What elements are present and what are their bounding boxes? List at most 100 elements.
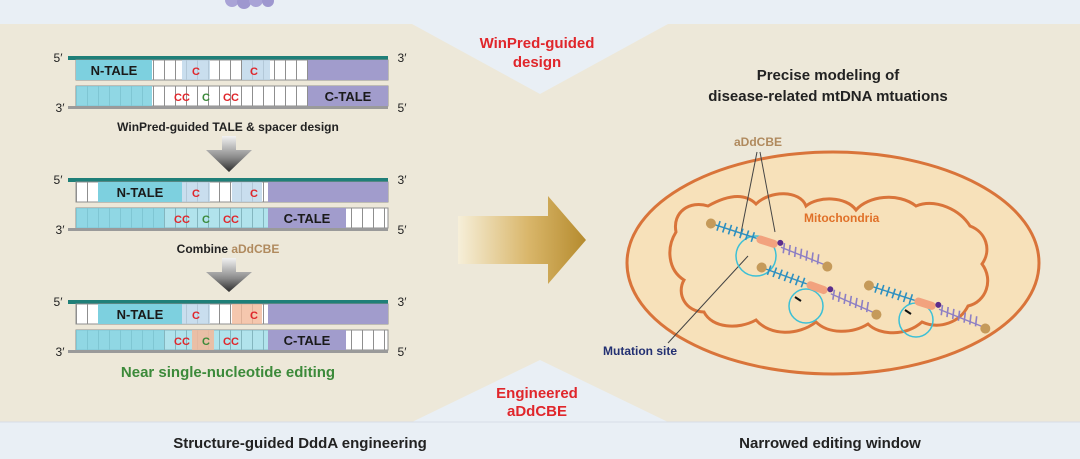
top-notch bbox=[412, 24, 668, 94]
n-tale-block bbox=[98, 304, 182, 324]
down-arrow-1 bbox=[206, 136, 252, 172]
spacer-highlight bbox=[232, 182, 262, 202]
base-cc-1: CC bbox=[174, 214, 190, 226]
mutation-mark bbox=[794, 296, 802, 302]
down-arrow-2 bbox=[206, 258, 252, 292]
footer-right-label: Narrowed editing window bbox=[739, 435, 921, 452]
footer-left-label: Structure-guided DddA engineering bbox=[173, 435, 427, 452]
enzyme-label: aDdCBE bbox=[734, 135, 782, 149]
base-c-top-1: C bbox=[192, 310, 200, 322]
left-anchor-bead bbox=[705, 218, 716, 229]
mutation-callout-line bbox=[667, 255, 749, 344]
prime-3-bottom: 3′ bbox=[56, 101, 66, 115]
base-c-green: C bbox=[202, 214, 210, 226]
mitochondrion bbox=[625, 150, 1041, 376]
edited-highlight bbox=[192, 330, 214, 350]
spacer-highlight bbox=[182, 304, 210, 324]
right-title-line2: disease-related mtDNA mtuations bbox=[708, 88, 948, 105]
deaminase-body bbox=[914, 297, 936, 310]
upper-purple-block bbox=[268, 182, 388, 202]
tale-helix-axis bbox=[872, 286, 915, 301]
spacer-highlight bbox=[232, 304, 262, 324]
c-tale-helix-tick bbox=[848, 295, 853, 307]
c-tale-label: C-TALE bbox=[325, 89, 372, 104]
top-band bbox=[0, 0, 1080, 24]
editor-complex-3 bbox=[863, 280, 991, 334]
c-tale-label: C-TALE bbox=[284, 333, 331, 348]
prime-3-top: 3′ bbox=[398, 295, 408, 309]
left-anchor-bead bbox=[863, 280, 874, 291]
prime-5-top: 5′ bbox=[54, 295, 64, 309]
spacer-highlight bbox=[182, 60, 210, 80]
deaminase-body bbox=[756, 235, 778, 248]
mtdna-ring bbox=[788, 288, 824, 324]
prime-5-top: 5′ bbox=[54, 173, 64, 187]
base-c-top-2: C bbox=[250, 188, 258, 200]
editor-complex-1 bbox=[705, 218, 833, 272]
right-anchor-bead bbox=[871, 309, 882, 320]
mitochondria-label: Mitochondria bbox=[804, 211, 880, 225]
base-cc-1: CC bbox=[174, 92, 190, 104]
prime-3-bottom: 3′ bbox=[56, 345, 66, 359]
bottom-backbone bbox=[68, 228, 388, 231]
c-tale-helix-tick bbox=[974, 316, 978, 327]
c-tale-helix-tick bbox=[860, 299, 864, 311]
center-bottom-label-line1: Engineered bbox=[496, 385, 578, 402]
n-tale-label: N-TALE bbox=[117, 185, 164, 200]
base-cc-2: CC bbox=[223, 92, 239, 104]
prime-3-bottom: 3′ bbox=[56, 223, 66, 237]
lower-cyan-left bbox=[76, 330, 164, 350]
prime-3-top: 3′ bbox=[398, 173, 408, 187]
lower-cyan-left bbox=[76, 86, 152, 106]
lower-cyan-mid bbox=[164, 330, 268, 350]
c-tale-label: C-TALE bbox=[284, 211, 331, 226]
mtdna-ring bbox=[735, 235, 777, 277]
n-tale-block bbox=[76, 60, 152, 80]
upper-purple-block bbox=[308, 60, 388, 80]
n-tale-label: N-TALE bbox=[91, 63, 138, 78]
left-anchor-bead bbox=[756, 262, 767, 273]
right-anchor-bead bbox=[980, 323, 991, 334]
teal-strand bbox=[68, 56, 388, 60]
upper-purple-block bbox=[268, 304, 388, 324]
c-tale-helix-axis bbox=[938, 308, 983, 327]
prime-5-bottom: 5′ bbox=[398, 345, 408, 359]
deaminase-body bbox=[806, 281, 828, 295]
c-tale-helix-tick bbox=[805, 250, 809, 261]
right-title-line1: Precise modeling of bbox=[757, 67, 901, 84]
editor-complexes bbox=[705, 218, 991, 338]
n-tale-block bbox=[98, 182, 182, 202]
spacer-highlight bbox=[182, 182, 210, 202]
enzyme-dot bbox=[777, 239, 784, 246]
base-cc-2: CC bbox=[223, 214, 239, 226]
c-tale-helix-tick bbox=[957, 310, 961, 321]
center-top-label-line2: design bbox=[513, 54, 561, 71]
mutation-site-label: Mutation site bbox=[603, 344, 677, 358]
c-tale-helix-tick bbox=[799, 248, 803, 259]
bottom-backbone bbox=[68, 350, 388, 353]
bottom-backbone bbox=[68, 106, 388, 109]
n-tale-label: N-TALE bbox=[117, 307, 164, 322]
base-c-green: C bbox=[202, 92, 210, 104]
center-top-label-line1: WinPred-guided bbox=[480, 35, 595, 52]
c-tale-helix-tick bbox=[969, 314, 972, 325]
result-caption: Near single-nucleotide editing bbox=[121, 364, 335, 381]
c-tale-helix-tick bbox=[811, 252, 814, 263]
enzyme-callout-line-1 bbox=[739, 151, 758, 239]
base-c-top-1: C bbox=[192, 66, 200, 78]
editor-complex-2 bbox=[756, 262, 882, 320]
step2-caption: Combine aDdCBE bbox=[177, 242, 280, 256]
right-anchor-bead bbox=[822, 261, 833, 272]
lower-cyan-mid bbox=[164, 208, 268, 228]
mutation-mark bbox=[904, 309, 912, 315]
base-c-top-2: C bbox=[250, 310, 258, 322]
base-cc-1: CC bbox=[174, 336, 190, 348]
bottom-notch bbox=[412, 360, 668, 422]
tale-helix-axis bbox=[765, 268, 807, 285]
protein-cluster-icon bbox=[225, 0, 274, 9]
prime-3-top: 3′ bbox=[398, 51, 408, 65]
base-c-green: C bbox=[202, 336, 210, 348]
